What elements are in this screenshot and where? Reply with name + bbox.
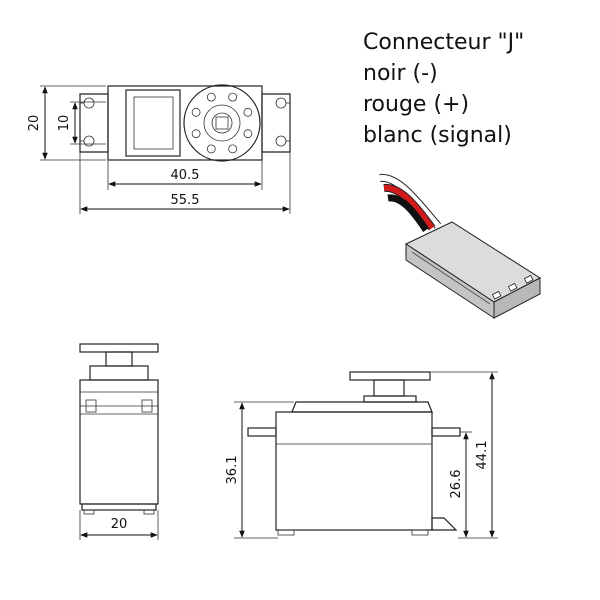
front-body — [79, 379, 159, 505]
dim-overall-length: 55.5 — [171, 193, 200, 208]
dim-top-height-outer: 20 — [27, 115, 42, 132]
legend-ground-wire: noir (-) — [363, 61, 438, 86]
horn-hole — [243, 129, 253, 139]
dim-body-height: 36.1 — [225, 456, 240, 485]
dim-top-height-inner: 10 — [57, 115, 72, 132]
side-left-flange — [247, 427, 277, 437]
output-horn-disk — [183, 84, 261, 162]
horn-hole — [228, 144, 238, 154]
j-connector — [379, 173, 541, 319]
front-view — [79, 343, 159, 515]
dim-flange-height: 26.6 — [449, 470, 464, 499]
connector-title: Connecteur "J" — [363, 30, 525, 55]
wire-black — [387, 194, 429, 232]
side-right-flange — [431, 427, 461, 437]
dim-total-height: 44.1 — [475, 441, 490, 470]
front-dimensions — [79, 510, 159, 540]
horn-hole — [191, 129, 201, 139]
side-body — [275, 411, 433, 531]
side-dimensions — [234, 371, 498, 539]
legend-signal-wire: blanc (signal) — [363, 123, 512, 148]
top-view — [79, 84, 291, 162]
dim-side-width: 20 — [111, 517, 128, 532]
horn-hole — [191, 107, 201, 117]
legend-power-wire: rouge (+) — [363, 92, 470, 117]
horn-hole — [243, 107, 253, 117]
side-view — [247, 371, 461, 536]
dim-mount-spacing: 40.5 — [171, 168, 200, 183]
horn-hole — [206, 92, 216, 102]
top-dimensions — [40, 85, 291, 214]
horn-hole — [228, 92, 238, 102]
top-body — [107, 85, 263, 161]
horn-hole — [206, 144, 216, 154]
